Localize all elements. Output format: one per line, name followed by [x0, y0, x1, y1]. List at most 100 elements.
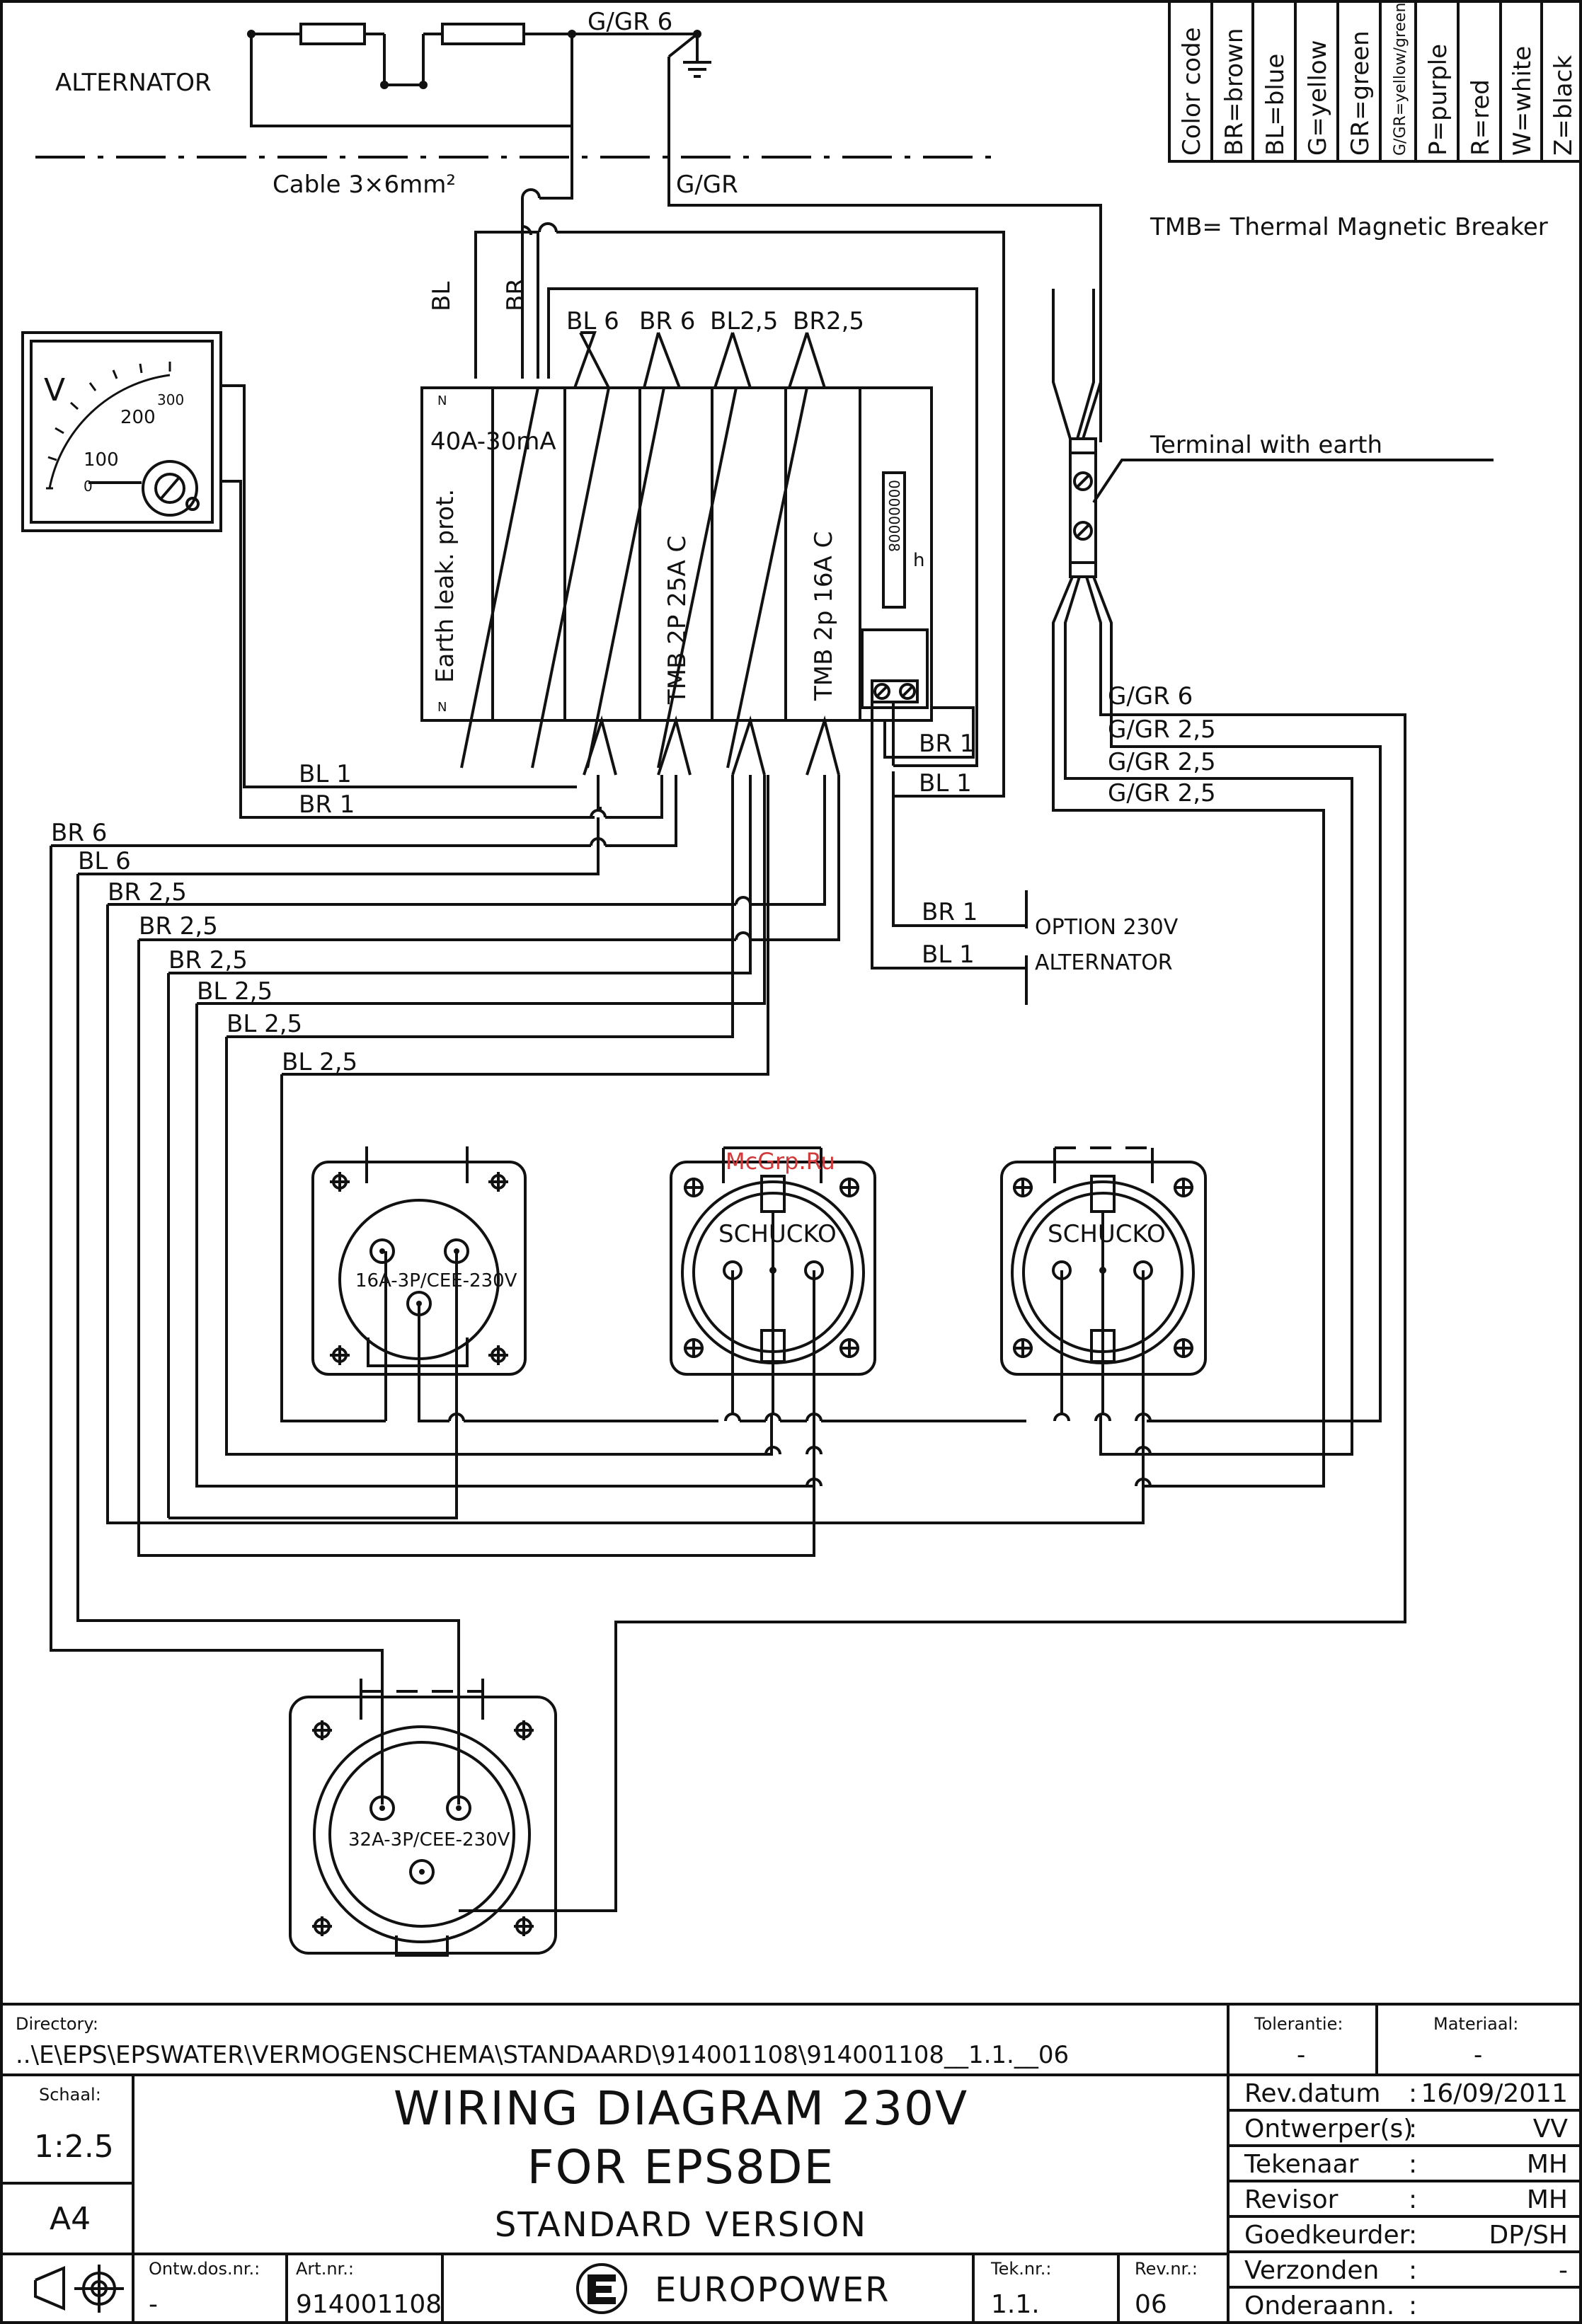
directory-label: Directory:: [16, 2014, 98, 2034]
materiaal-label: Materiaal:: [1433, 2014, 1518, 2034]
rev-row-sep: :: [1409, 2291, 1417, 2320]
socket-schucko-2: [1000, 1146, 1207, 1487]
option-br1-label: BR 1: [922, 898, 978, 926]
bl25-wire-label-1: BL 2,5: [197, 977, 273, 1006]
alternator-cable-wires: [474, 57, 1102, 798]
rev-row-key: Rev.datum: [1244, 2079, 1380, 2108]
bl1-label-b: BL 1: [919, 769, 972, 798]
directory-path: ..\E\EPS\EPSWATER\VERMOGENSCHEMA\STANDAA…: [16, 2041, 1069, 2069]
bl6-top-label: BL 6: [566, 307, 619, 335]
voltmeter-wires: [221, 384, 595, 819]
ground-symbol: [667, 33, 711, 78]
tek-label: Tek.nr.:: [990, 2259, 1051, 2279]
earth-terminal: [459, 289, 1494, 1912]
drawing-title-3: STANDARD VERSION: [495, 2205, 867, 2245]
color-code-table: Color code BR=brown BL=blue G=yellow GR=…: [1168, 0, 1582, 163]
br25-wire-label-2: BR 2,5: [139, 912, 218, 940]
tmb-note: TMB= Thermal Magnetic Breaker: [1150, 213, 1548, 241]
elcb-name: Earth leak. prot.: [431, 489, 459, 683]
bl6-wire-label: BL 6: [78, 847, 131, 875]
color-code-item: BR=brown: [1220, 28, 1249, 156]
panel-output-wires: [50, 701, 1145, 1805]
company-name: EUROPOWER: [655, 2270, 890, 2310]
rev-row-key: Onderaann.: [1244, 2291, 1394, 2320]
socket-schucko-1: [670, 1146, 1026, 1487]
color-code-item: BL=blue: [1261, 54, 1290, 156]
tmb-16a-label: TMB 2p 16A C: [810, 531, 838, 701]
ggr6-label: G/GR 6: [1108, 682, 1193, 711]
voltmeter-200: 200: [120, 407, 156, 428]
bl25-wire-label-2: BL 2,5: [227, 1010, 302, 1038]
format-value: A4: [50, 2201, 91, 2237]
voltmeter: [21, 331, 222, 532]
ggr25-label-1: G/GR 2,5: [1108, 715, 1216, 744]
color-code-item: G=yellow: [1304, 40, 1332, 156]
color-code-heading: Color code: [1178, 27, 1206, 156]
cable-label: Cable 3×6mm²: [273, 171, 456, 199]
bl1-label-a: BL 1: [299, 760, 352, 788]
hour-counter-unit: h: [913, 550, 924, 571]
color-code-item: R=red: [1467, 79, 1495, 156]
rev-row-key: Ontwerper(s): [1244, 2115, 1413, 2144]
rev-row-value: 16/09/2011: [1421, 2079, 1569, 2108]
rev-row-value: DP/SH: [1489, 2221, 1568, 2250]
color-code-item: GR=green: [1346, 30, 1375, 156]
rev-row-value: -: [1559, 2256, 1568, 2285]
title-block: [1, 2003, 1581, 2323]
ggr25-label-2: G/GR 2,5: [1108, 748, 1216, 776]
rev-row-sep: :: [1409, 2221, 1417, 2250]
voltmeter-0: 0: [84, 478, 93, 495]
rev-value: 06: [1135, 2290, 1167, 2319]
br1-label-a: BR 1: [299, 790, 355, 819]
rev-row-sep: :: [1409, 2079, 1417, 2108]
socket-32a-label: 32A-3P/CEE-230V: [348, 1829, 510, 1851]
elcb-n-top: N: [437, 393, 447, 408]
option-alternator-label: ALTERNATOR: [1035, 950, 1173, 975]
tmb-25a-label: TMB 2P 25A C: [663, 536, 692, 705]
rev-row-key: Verzonden: [1244, 2256, 1379, 2285]
revision-rows: Rev.datum : 16/09/2011 Ontwerper(s) : VV…: [1244, 2079, 1568, 2320]
rev-row-sep: :: [1409, 2185, 1417, 2214]
br25-wire-label-3: BR 2,5: [168, 946, 248, 974]
socket-16a-cee: [311, 1146, 718, 1422]
br6-top-label: BR 6: [639, 307, 695, 335]
color-code-item: G/GR=yellow/green: [1392, 3, 1409, 156]
rev-row-value: MH: [1527, 2150, 1568, 2179]
color-code-item: Z=black: [1549, 55, 1578, 156]
voltmeter-100: 100: [84, 449, 119, 471]
materiaal-value: -: [1474, 2041, 1482, 2069]
rev-row-sep: :: [1409, 2115, 1417, 2144]
rev-row-key: Goedkeurder: [1244, 2221, 1410, 2250]
socket-32a-cee: [289, 1679, 557, 1957]
rev-row-key: Tekenaar: [1244, 2150, 1359, 2179]
rev-label: Rev.nr.:: [1135, 2259, 1198, 2279]
drawing-title-1: WIRING DIAGRAM 230V: [394, 2081, 968, 2136]
g-gr-side-label: G/GR: [676, 171, 738, 199]
alternator-resistors: [247, 23, 701, 127]
schucko-2-label: SCHUCKO: [1048, 1220, 1166, 1248]
schaal-value: 1:2.5: [34, 2129, 114, 2165]
schaal-label: Schaal:: [39, 2085, 101, 2105]
drawing-title-2: FOR EPS8DE: [527, 2140, 835, 2194]
breaker-panel: [420, 331, 933, 769]
watermark: McGrp.Ru: [726, 1148, 835, 1175]
br25-wire-label-1: BR 2,5: [108, 878, 187, 907]
tolerantie-label: Tolerantie:: [1254, 2014, 1343, 2034]
br25-top-label: BR2,5: [793, 307, 864, 335]
option-bl1-label: BL 1: [922, 940, 975, 969]
br6-wire-label: BR 6: [51, 819, 107, 847]
rev-row-value: VV: [1533, 2115, 1569, 2144]
art-value: 914001108: [296, 2290, 442, 2319]
color-code-item: W=white: [1508, 46, 1537, 156]
bl-vertical-label: BL: [428, 282, 456, 311]
ontw-value: -: [149, 2290, 158, 2319]
ggr25-label-3: G/GR 2,5: [1108, 779, 1216, 807]
g-gr-6-top-label: G/GR 6: [587, 8, 672, 36]
rev-row-sep: :: [1409, 2150, 1417, 2179]
rev-row-key: Revisor: [1244, 2185, 1339, 2214]
ontw-label: Ontw.dos.nr.:: [149, 2259, 260, 2279]
voltmeter-300: 300: [157, 391, 184, 408]
elcb-rating: 40A-30mA: [430, 427, 556, 456]
schucko-1-label: SCHUCKO: [718, 1220, 837, 1248]
